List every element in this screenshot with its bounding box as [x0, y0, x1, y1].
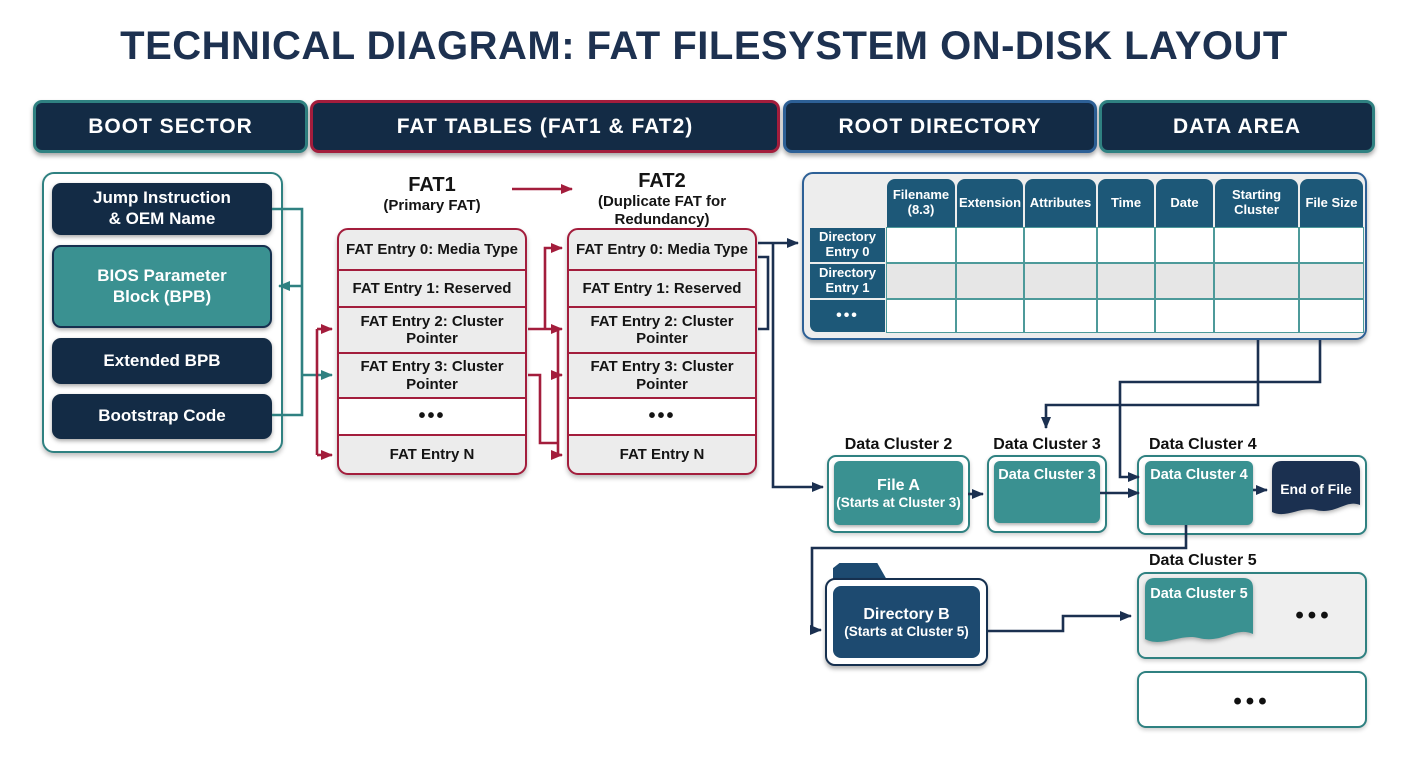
table-cell [956, 299, 1024, 333]
directory-b-subtitle: (Starts at Cluster 5) [844, 623, 969, 639]
data-cluster-5-document-shape: Data Cluster 5 [1145, 578, 1253, 650]
fat2-subtitle: (Duplicate FAT for Redundancy) [597, 193, 727, 228]
fat2-row-3: FAT Entry 3: Cluster Pointer [569, 351, 755, 397]
table-cell [1097, 227, 1155, 263]
bpb-line1: BIOS Parameter [97, 265, 227, 285]
table-cell [1214, 263, 1299, 299]
bpb-line2: Block (BPB) [112, 286, 212, 306]
file-a-title: File A [877, 476, 920, 494]
file-a-block: File A (Starts at Cluster 3) [834, 461, 963, 525]
fat1-row-1: FAT Entry 1: Reserved [339, 269, 525, 305]
boot-block-extended-bpb: Extended BPB [52, 338, 272, 384]
data-cluster-4-block: Data Cluster 4 [1145, 461, 1253, 525]
fat2-row-n: FAT Entry N [569, 433, 755, 473]
section-header-data-area: DATA AREA [1099, 100, 1375, 153]
fat2-table: FAT Entry 0: Media Type FAT Entry 1: Res… [567, 228, 757, 475]
more-clusters-ellipsis: ••• [1233, 688, 1271, 715]
fat1-row-ellipsis: ••• [339, 397, 525, 434]
data-cluster-4-label: Data Cluster 4 [1149, 436, 1257, 453]
table-cell [1299, 263, 1364, 299]
column-header-date: Date [1156, 179, 1213, 227]
fat1-row-3: FAT Entry 3: Cluster Pointer [339, 351, 525, 397]
table-cell [1024, 227, 1097, 263]
fat2-row-1: FAT Entry 1: Reserved [569, 269, 755, 305]
table-cell [956, 227, 1024, 263]
root-directory-table: Filename (8.3) Extension Attributes Time… [802, 172, 1367, 340]
table-cell [1214, 299, 1299, 333]
end-of-file-text: End of File [1280, 481, 1352, 497]
row-header-directory-entry-1: Directory Entry 1 [810, 264, 885, 298]
data-cluster-3-text: Data Cluster 3 [998, 467, 1096, 483]
column-header-time: Time [1098, 179, 1154, 227]
table-cell [1155, 227, 1214, 263]
fat2-row-0: FAT Entry 0: Media Type [576, 241, 748, 259]
more-clusters-box [1137, 671, 1367, 728]
data-cluster-5-text: Data Cluster 5 [1150, 586, 1248, 602]
table-cell [886, 263, 956, 299]
boot-block-bootstrap-code: Bootstrap Code [52, 394, 272, 439]
section-header-boot-sector: BOOT SECTOR [33, 100, 308, 153]
fat2-title-text: FAT2 [638, 170, 686, 192]
table-cell [1024, 263, 1097, 299]
fat1-title: FAT1 (Primary FAT) [357, 174, 507, 215]
row-header-ellipsis: ••• [810, 300, 885, 332]
column-header-starting-cluster: Starting Cluster [1215, 179, 1298, 227]
data-cluster-2-label: Data Cluster 2 [844, 436, 953, 453]
table-cell [956, 263, 1024, 299]
table-cell [1155, 263, 1214, 299]
data-cluster-4-text: Data Cluster 4 [1150, 467, 1248, 483]
fat1-row-n: FAT Entry N [339, 433, 525, 473]
data-cluster-5-label: Data Cluster 5 [1149, 552, 1257, 569]
table-cell [1097, 263, 1155, 299]
table-cell [886, 227, 956, 263]
table-cell [1097, 299, 1155, 333]
data-cluster-5-ellipsis: ••• [1295, 602, 1333, 629]
fat2-title: FAT2 (Duplicate FAT for Redundancy) [577, 170, 747, 229]
row-header-directory-entry-0: Directory Entry 0 [810, 228, 885, 262]
directory-b-title: Directory B [863, 605, 950, 623]
directory-b-block: Directory B (Starts at Cluster 5) [833, 586, 980, 658]
jump-line2: & OEM Name [108, 209, 216, 228]
section-header-root-directory: ROOT DIRECTORY [783, 100, 1097, 153]
boot-block-jump-instruction: Jump Instruction & OEM Name [52, 183, 272, 235]
fat2-row-2: FAT Entry 2: Cluster Pointer [569, 305, 755, 352]
fat1-subtitle: (Primary FAT) [383, 197, 481, 214]
end-of-file-flag-shape: End of File [1272, 461, 1360, 521]
data-cluster-3-block: Data Cluster 3 [994, 461, 1100, 523]
page-title: TECHNICAL DIAGRAM: FAT FILESYSTEM ON-DIS… [120, 24, 1288, 68]
boot-block-bpb: BIOS Parameter Block (BPB) [52, 245, 272, 328]
data-cluster-3-label: Data Cluster 3 [993, 436, 1101, 453]
file-a-subtitle: (Starts at Cluster 3) [836, 494, 961, 510]
column-header-extension: Extension [957, 179, 1023, 227]
fat1-title-text: FAT1 [408, 174, 456, 196]
table-cell [1155, 299, 1214, 333]
section-header-fat-tables: FAT TABLES (FAT1 & FAT2) [310, 100, 780, 153]
root-dir-corner-spacer [809, 179, 886, 227]
fat1-row-0: FAT Entry 0: Media Type [346, 241, 518, 259]
table-cell [1299, 299, 1364, 333]
fat1-table: FAT Entry 0: Media Type FAT Entry 1: Res… [337, 228, 527, 475]
column-header-attributes: Attributes [1025, 179, 1096, 227]
fat2-row-ellipsis: ••• [569, 397, 755, 434]
table-cell [1214, 227, 1299, 263]
table-cell [1024, 299, 1097, 333]
column-header-filename: Filename (8.3) [887, 179, 955, 227]
column-header-file-size: File Size [1300, 179, 1363, 227]
fat1-row-2: FAT Entry 2: Cluster Pointer [339, 305, 525, 352]
jump-line1: Jump Instruction [93, 188, 231, 208]
table-cell [886, 299, 956, 333]
table-cell [1299, 227, 1364, 263]
